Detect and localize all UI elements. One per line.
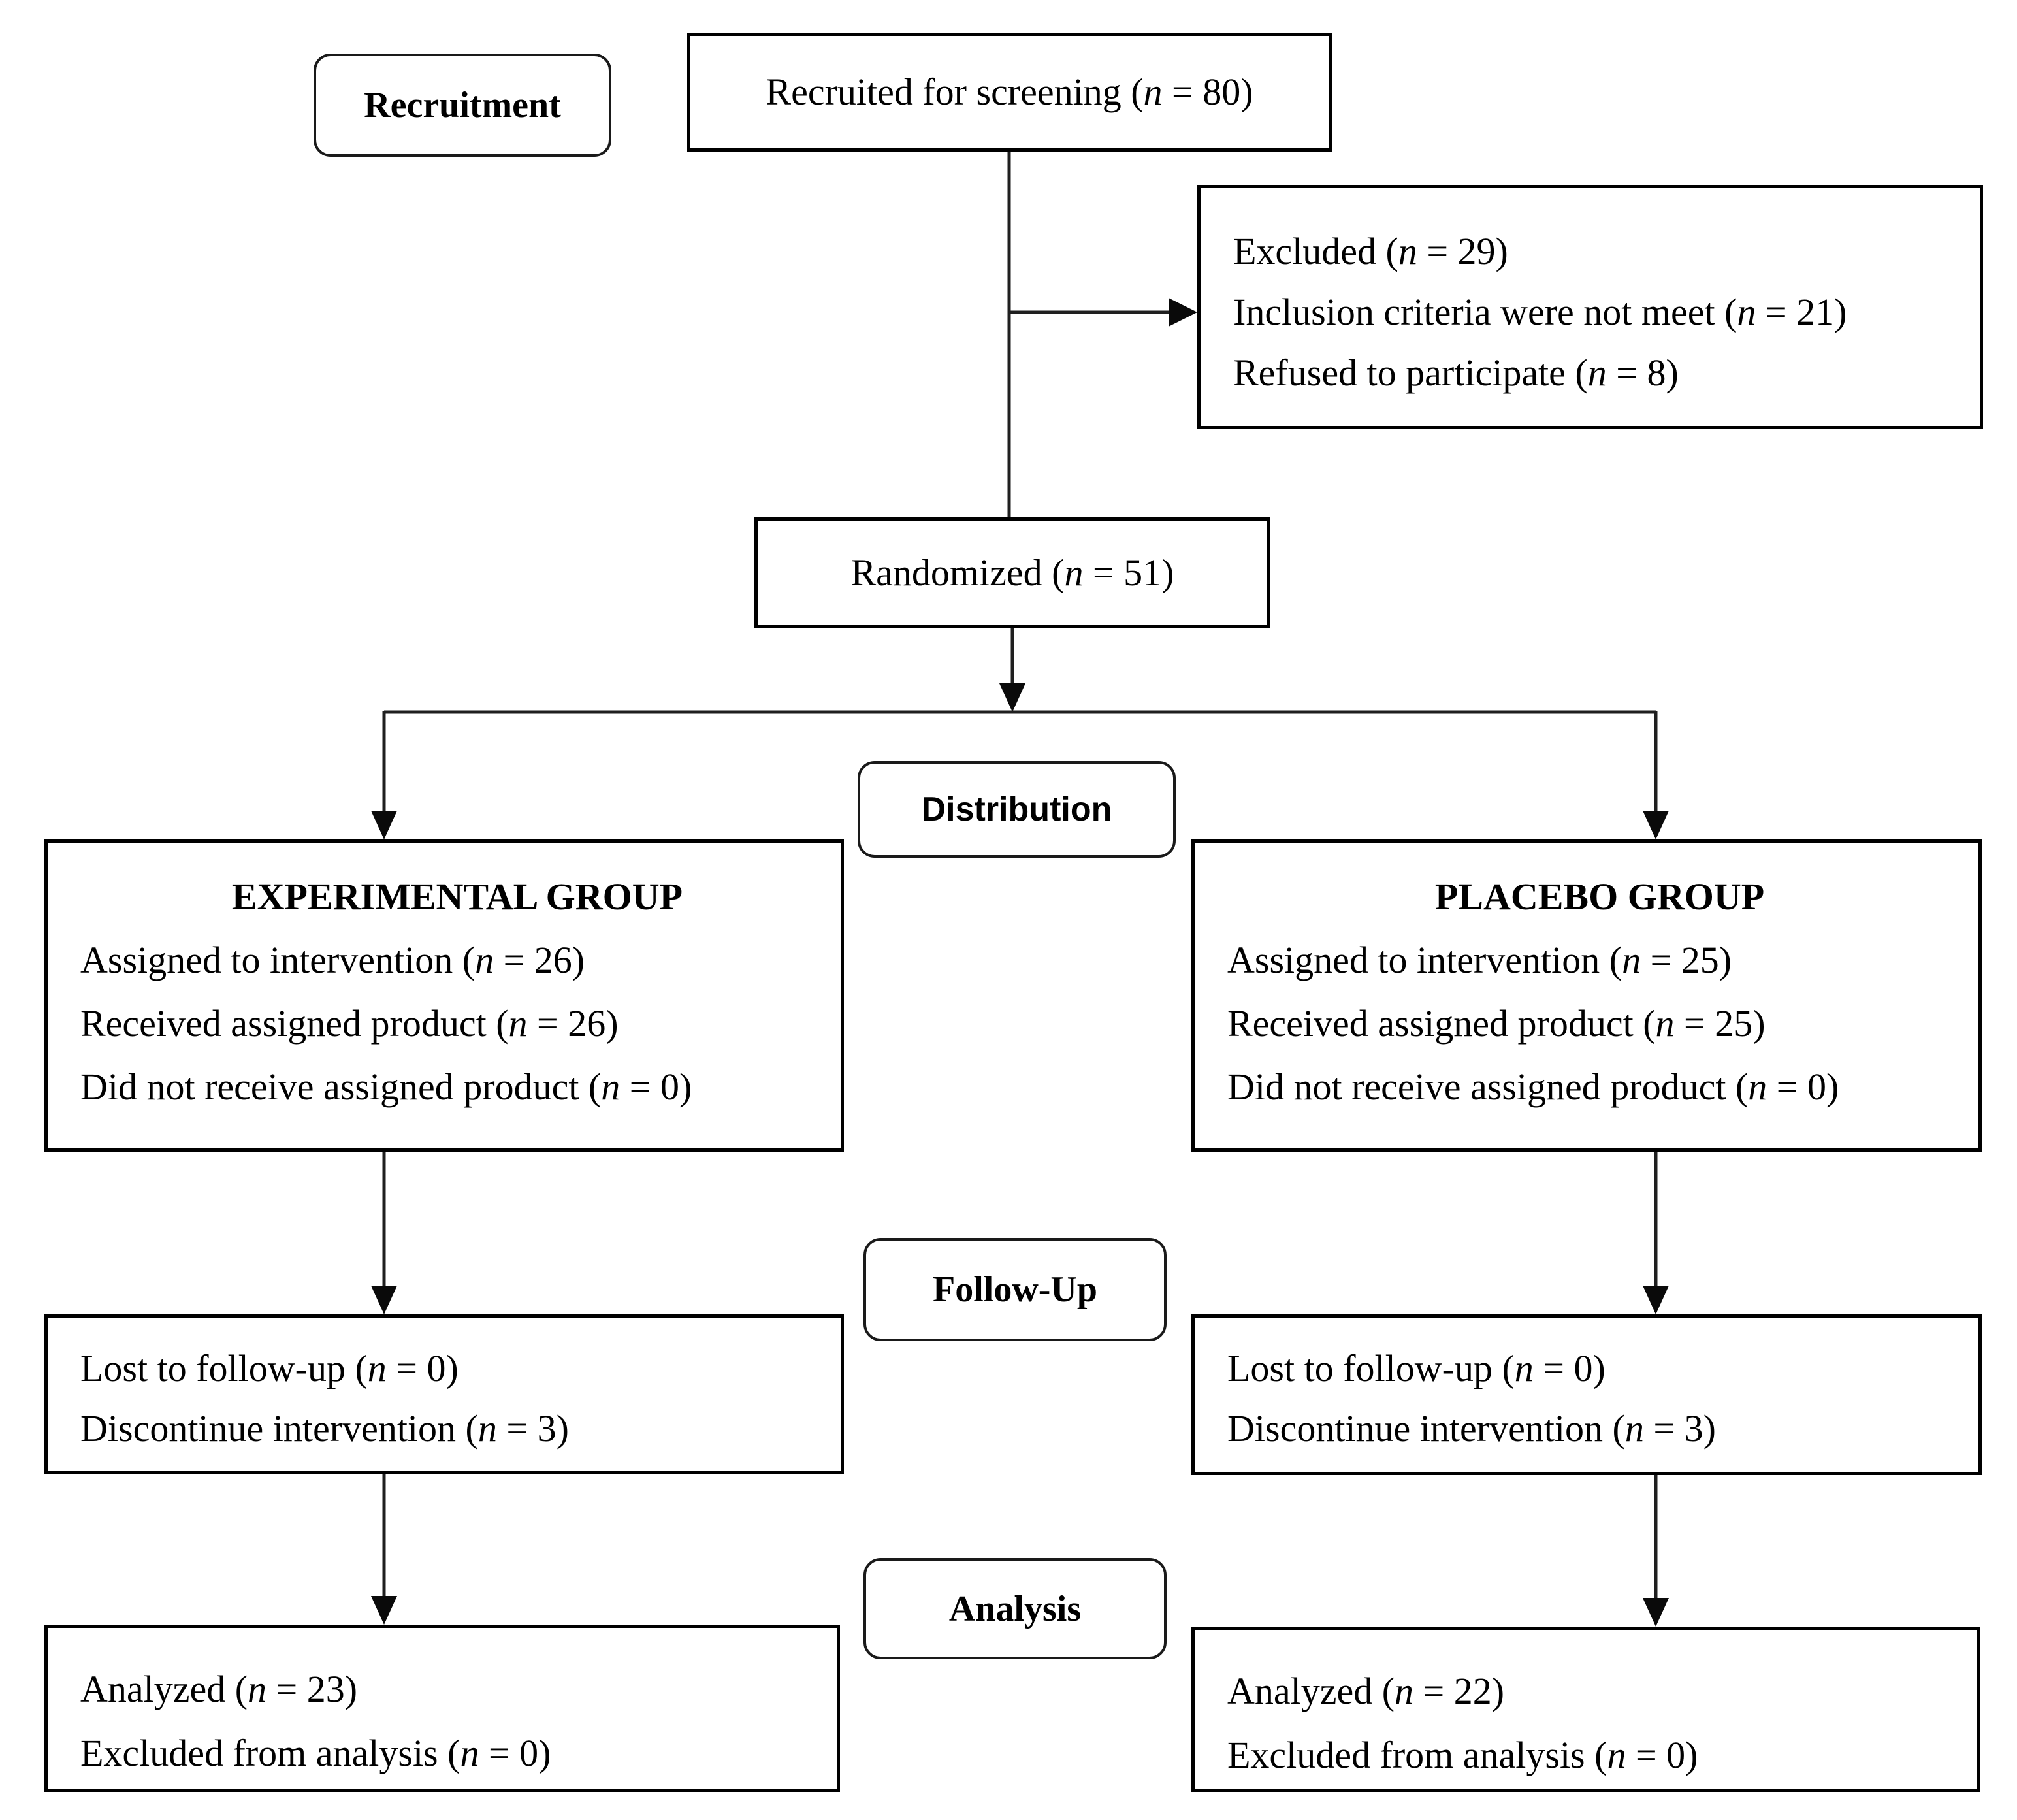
experimental-analysis-box: Analyzed (n = 23) Excluded from analysis… [44,1625,840,1792]
placebo-followup-line: Discontinue intervention (n = 3) [1227,1407,1716,1450]
placebo-analysis-line: Analyzed (n = 22) [1227,1670,1505,1712]
stage-label-analysis: Analysis [863,1558,1167,1659]
stage-label-distribution: Distribution [858,761,1176,858]
experimental-group-title: EXPERIMENTAL GROUP [231,875,683,918]
placebo-group-box: PLACEBO GROUP Assigned to intervention (… [1191,839,1982,1152]
connector-split-to-experimental [371,711,397,839]
arrowhead-down-icon [999,683,1025,712]
experimental-followup-box: Lost to follow-up (n = 0) Discontinue in… [44,1314,844,1474]
experimental-group-line: Did not receive assigned product (n = 0) [80,1065,692,1108]
placebo-followup-line: Lost to follow-up (n = 0) [1227,1347,1606,1389]
connector-randomized-to-split [999,628,1025,712]
experimental-group-box: EXPERIMENTAL GROUP Assigned to intervent… [44,839,844,1152]
placebo-group-line: Assigned to intervention (n = 25) [1227,939,1732,981]
stage-label-recruitment: Recruitment [314,54,611,157]
connector-to-excluded [1009,298,1197,327]
placebo-group-title: PLACEBO GROUP [1434,875,1765,918]
connector-experimental-to-followup [371,1152,397,1314]
placebo-group-line: Did not receive assigned product (n = 0) [1227,1065,1839,1108]
stage-label-follow-up-text: Follow-Up [933,1269,1097,1310]
excluded-line: Refused to participate (n = 8) [1233,351,1679,394]
experimental-followup-line: Lost to follow-up (n = 0) [80,1347,459,1389]
stage-label-analysis-text: Analysis [948,1588,1082,1629]
experimental-analysis-line: Excluded from analysis (n = 0) [80,1732,551,1774]
stage-label-distribution-text: Distribution [921,790,1112,828]
arrowhead-down-icon [371,1596,397,1625]
placebo-followup-box: Lost to follow-up (n = 0) Discontinue in… [1191,1314,1982,1475]
connector-placebo-to-followup [1643,1152,1669,1314]
arrowhead-down-icon [1643,1286,1669,1314]
arrowhead-down-icon [371,811,397,839]
arrowhead-down-icon [1643,1598,1669,1627]
randomized-box: Randomized (n = 51) [754,517,1270,628]
placebo-analysis-line: Excluded from analysis (n = 0) [1227,1734,1698,1776]
excluded-line: Inclusion criteria were not meet (n = 21… [1233,291,1847,333]
arrowhead-right-icon [1169,298,1197,327]
excluded-line: Excluded (n = 29) [1233,230,1508,272]
connector-followup-to-analysis-experimental [371,1474,397,1625]
connector-split-to-placebo [1643,711,1669,839]
placebo-group-line: Received assigned product (n = 25) [1227,1002,1766,1045]
experimental-analysis-line: Analyzed (n = 23) [80,1668,358,1710]
connector-followup-to-analysis-placebo [1643,1475,1669,1627]
arrowhead-down-icon [371,1286,397,1314]
placebo-analysis-box: Analyzed (n = 22) Excluded from analysis… [1191,1627,1980,1792]
randomized-text: Randomized (n = 51) [850,551,1174,594]
stage-label-follow-up: Follow-Up [863,1238,1167,1341]
stage-label-recruitment-text: Recruitment [364,85,561,125]
recruited-box: Recruited for screening (n = 80) [687,33,1332,152]
recruited-text: Recruited for screening (n = 80) [766,71,1253,113]
experimental-group-line: Received assigned product (n = 26) [80,1002,619,1045]
experimental-followup-line: Discontinue intervention (n = 3) [80,1407,569,1450]
excluded-box: Excluded (n = 29) Inclusion criteria wer… [1197,185,1983,429]
arrowhead-down-icon [1643,811,1669,839]
experimental-group-line: Assigned to intervention (n = 26) [80,939,585,981]
